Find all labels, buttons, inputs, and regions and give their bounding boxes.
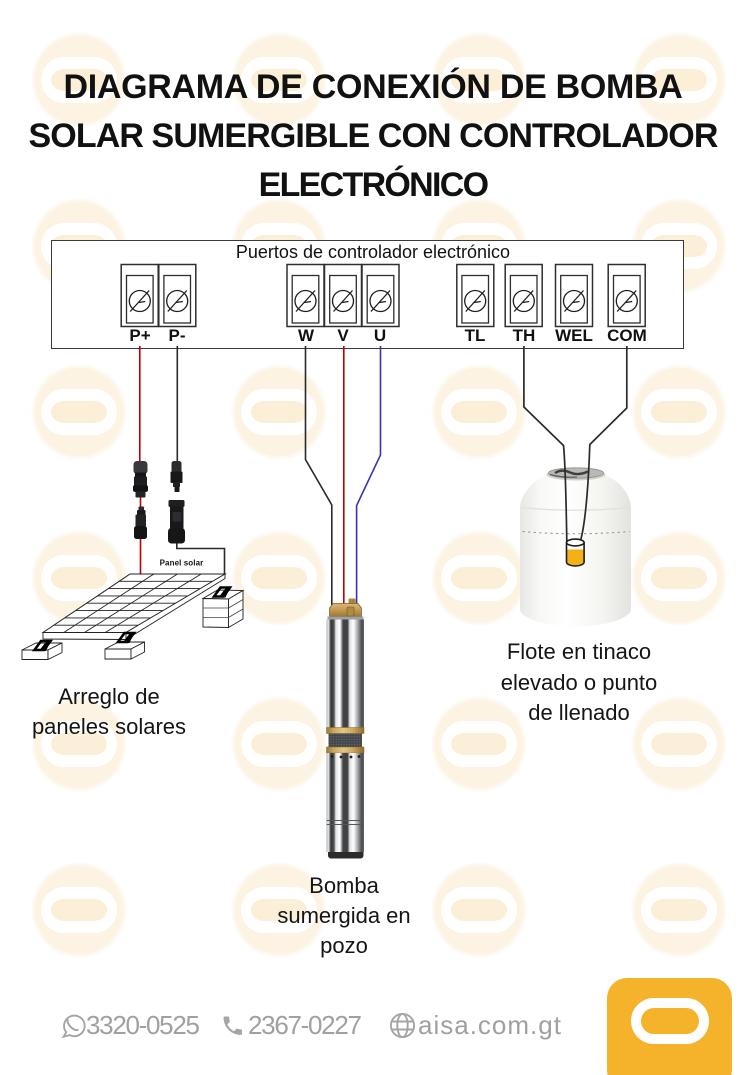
svg-text:Panel solar: Panel solar [160,559,204,568]
